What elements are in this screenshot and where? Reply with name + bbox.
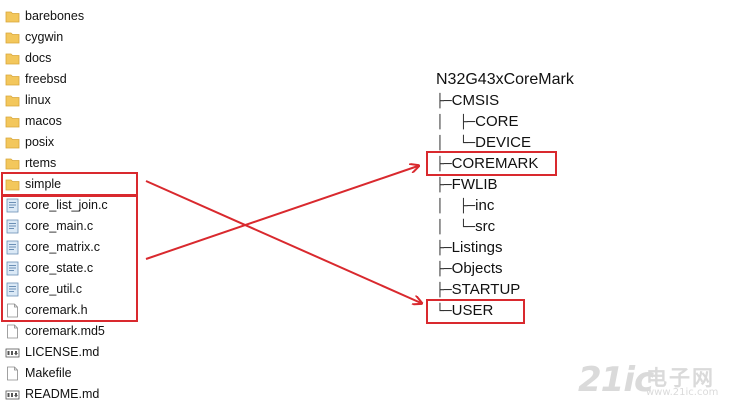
file-row-core-state[interactable]: core_state.c: [0, 258, 140, 279]
file-name: core_matrix.c: [25, 240, 101, 254]
folder-icon: [5, 95, 20, 107]
file-name: core_util.c: [25, 282, 82, 296]
tree-branch: ├─: [436, 178, 452, 193]
file-row-macos[interactable]: macos: [0, 111, 140, 132]
tree-branch: │ └─: [436, 220, 476, 235]
file-row-license[interactable]: LICENSE.md: [0, 342, 140, 363]
file-name: core_list_join.c: [25, 198, 108, 212]
tree-item-coremark: ├─COREMARK: [436, 153, 636, 174]
folder-icon: [5, 158, 20, 170]
file-row-barebones[interactable]: barebones: [0, 6, 140, 27]
file-name: docs: [25, 51, 52, 65]
c-source-file-icon: [6, 219, 19, 234]
tree-item-label: src: [475, 218, 496, 235]
folder-icon: [5, 11, 20, 23]
file-name: simple: [25, 177, 62, 191]
tree-item-label: DEVICE: [475, 134, 531, 151]
file-row-core-main[interactable]: core_main.c: [0, 216, 140, 237]
tree-branch: ├─: [436, 283, 452, 298]
watermark-brand: 21ic: [578, 360, 654, 400]
tree-branch: ├─: [436, 94, 452, 109]
file-row-linux[interactable]: linux: [0, 90, 140, 111]
file-name: barebones: [25, 9, 85, 23]
file-name: LICENSE.md: [25, 345, 100, 359]
watermark-url: www.21ic.com: [646, 387, 719, 398]
arrow-simple-to-user: [145, 180, 421, 303]
file-row-simple[interactable]: simple: [0, 174, 140, 195]
markdown-file-icon: [5, 390, 20, 400]
site-watermark-logo: 21ic 电子网 www.21ic.com: [576, 358, 726, 404]
tree-item-device: │ └─DEVICE: [436, 132, 636, 153]
tree-branch: ├─: [436, 262, 452, 277]
file-name: linux: [25, 93, 51, 107]
file-list: barebones cygwin docs freebsd linux maco…: [0, 6, 140, 405]
tree-branch: ├─: [436, 241, 452, 256]
file-row-docs[interactable]: docs: [0, 48, 140, 69]
c-source-file-icon: [6, 240, 19, 255]
file-name: Makefile: [25, 366, 72, 380]
tree-item-label: COREMARK: [451, 155, 539, 172]
file-row-coremark-md5[interactable]: coremark.md5: [0, 321, 140, 342]
tree-branch: └─: [436, 304, 452, 319]
watermark-cn: 电子网: [646, 366, 715, 390]
file-row-rtems[interactable]: rtems: [0, 153, 140, 174]
c-source-file-icon: [6, 198, 19, 213]
blank-file-icon: [7, 303, 18, 318]
file-name: core_main.c: [25, 219, 94, 233]
folder-icon: [5, 32, 20, 44]
blank-file-icon: [7, 324, 18, 339]
file-name: freebsd: [25, 72, 67, 86]
tree-item-label: CORE: [475, 113, 519, 130]
folder-icon: [5, 74, 20, 86]
c-source-file-icon: [6, 282, 19, 297]
tree-item-label: STARTUP: [451, 281, 521, 298]
c-source-file-icon: [6, 261, 19, 276]
tree-item-label: inc: [475, 197, 495, 214]
blank-file-icon: [7, 366, 18, 381]
file-name: core_state.c: [25, 261, 94, 275]
markdown-file-icon: [5, 348, 20, 358]
tree-item-label: USER: [451, 302, 494, 319]
tree-branch: │ └─: [436, 136, 476, 151]
tree-item-startup: ├─STARTUP: [436, 279, 636, 300]
file-row-freebsd[interactable]: freebsd: [0, 69, 140, 90]
tree-branch: │ ├─: [436, 199, 476, 214]
tree-item-src: │ └─src: [436, 216, 636, 237]
folder-icon: [5, 53, 20, 65]
file-row-core-list-join[interactable]: core_list_join.c: [0, 195, 140, 216]
tree-item-inc: │ ├─inc: [436, 195, 636, 216]
file-name: rtems: [25, 156, 57, 170]
tree-item-core: │ ├─CORE: [436, 111, 636, 132]
file-name: cygwin: [25, 30, 64, 44]
tree-item-label: CMSIS: [451, 92, 500, 109]
tree-branch: │ ├─: [436, 115, 476, 130]
tree-item-cmsis: ├─CMSIS: [436, 90, 636, 111]
file-row-readme[interactable]: README.md: [0, 384, 140, 405]
tree-item-user: └─USER: [436, 300, 636, 321]
arrow-source-to-coremark: [145, 166, 418, 260]
file-row-coremark-h[interactable]: coremark.h: [0, 300, 140, 321]
folder-icon: [5, 137, 20, 149]
tree-item-listings: ├─Listings: [436, 237, 636, 258]
file-row-cygwin[interactable]: cygwin: [0, 27, 140, 48]
file-name: README.md: [25, 387, 100, 401]
tree-branch: ├─: [436, 157, 452, 172]
tree-root: N32G43xCoreMark: [436, 71, 574, 88]
tree-item-objects: ├─Objects: [436, 258, 636, 279]
tree-item-label: FWLIB: [451, 176, 498, 193]
project-tree: N32G43xCoreMark ├─CMSIS │ ├─CORE │ └─DEV…: [436, 69, 636, 321]
file-row-core-util[interactable]: core_util.c: [0, 279, 140, 300]
tree-item-label: Listings: [451, 239, 503, 256]
file-row-makefile[interactable]: Makefile: [0, 363, 140, 384]
tree-item-label: Objects: [451, 260, 503, 277]
file-name: coremark.md5: [25, 324, 105, 338]
folder-icon: [5, 116, 20, 128]
file-row-core-matrix[interactable]: core_matrix.c: [0, 237, 140, 258]
tree-item-fwlib: ├─FWLIB: [436, 174, 636, 195]
file-name: posix: [25, 135, 55, 149]
file-name: coremark.h: [25, 303, 88, 317]
file-name: macos: [25, 114, 62, 128]
file-row-posix[interactable]: posix: [0, 132, 140, 153]
folder-icon: [5, 179, 20, 191]
